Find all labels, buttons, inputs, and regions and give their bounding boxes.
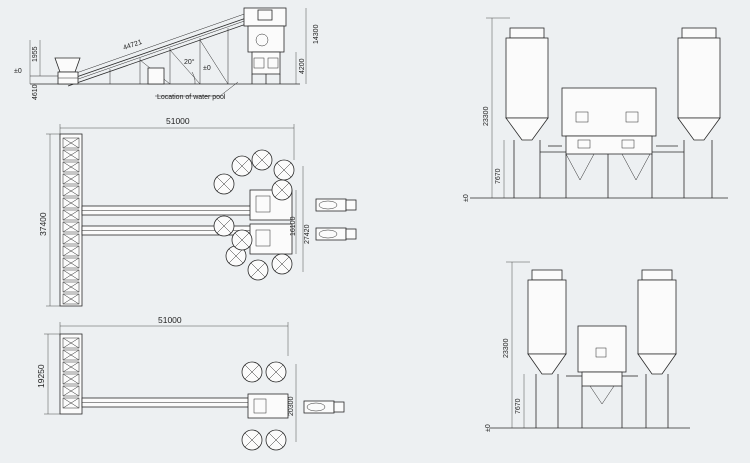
plan-view-top: 51000 37400 27420 16100 (38, 116, 357, 307)
aggregate-bin (62, 397, 80, 409)
silo-cross (254, 152, 270, 168)
bin-diagonal (62, 221, 80, 233)
aggregate-bin (62, 349, 80, 361)
plan-top-width-label: 51000 (166, 116, 190, 126)
silo-cross (268, 432, 284, 448)
silo-left-top (505, 27, 549, 198)
bin-diagonal (62, 173, 80, 185)
plan-view-bottom: 51000 19250 20300 (36, 315, 345, 451)
aggregate-bin (62, 197, 80, 209)
aggregate-bin (62, 245, 80, 257)
aggregate-bin (62, 281, 80, 293)
angle-label: 20° (184, 58, 195, 66)
water-pool-label: Location of water pool (157, 94, 226, 101)
silo-cross (268, 364, 284, 380)
trucks-top (315, 198, 357, 241)
silos-plan-top (213, 149, 295, 281)
elev-top-level-zero: ±0 (463, 194, 470, 202)
bin-diagonal (62, 185, 80, 197)
bin-diagonal (62, 397, 80, 409)
bin-diagonal (62, 361, 80, 373)
aggregate-bins-bottom (62, 337, 80, 409)
mixing-tower (243, 7, 287, 84)
elev-top-height-low: 7670 (495, 168, 502, 184)
trucks-bottom (303, 400, 345, 414)
bin-diagonal (62, 257, 80, 269)
aggregate-bin (62, 293, 80, 305)
silo-cross (234, 232, 250, 248)
aggregate-bin (62, 233, 80, 245)
bin-diagonal (62, 161, 80, 173)
silo-cross (228, 248, 244, 264)
silo-cross (216, 176, 232, 192)
silos-plan-bottom (241, 361, 287, 451)
height-left-label: 1955 (32, 46, 39, 62)
plan-top-inner-dim-2: 16100 (290, 216, 297, 236)
bin-diagonal (62, 209, 80, 221)
silo-cross (274, 256, 290, 272)
elevation-bottom: 23300 7670 ±0 (485, 261, 690, 432)
bin-diagonal (62, 269, 80, 281)
elev-top-height-total: 23300 (483, 106, 490, 126)
aggregate-bin (62, 373, 80, 385)
height-right-total-label: 14300 (313, 24, 320, 44)
plan-bottom-inner-dim: 20300 (288, 396, 295, 416)
silo-cross (216, 218, 232, 234)
aggregate-bin (62, 385, 80, 397)
silo-cross (244, 432, 260, 448)
silo-cross (274, 182, 290, 198)
silo-right-bottom (637, 269, 677, 428)
aggregate-bin (62, 185, 80, 197)
silo-cross (250, 262, 266, 278)
aggregate-hopper (54, 57, 81, 85)
aggregate-bin (62, 361, 80, 373)
height-right-low-label: 4200 (299, 58, 306, 74)
mixing-building-top (561, 87, 657, 198)
bin-diagonal (62, 137, 80, 149)
silo-cross (244, 364, 260, 380)
aggregate-bin (62, 209, 80, 221)
aggregate-bin (62, 161, 80, 173)
elev-bottom-level-zero: ±0 (485, 424, 492, 432)
silo-left-bottom (527, 269, 567, 428)
aggregate-bin (62, 257, 80, 269)
bin-diagonal (62, 233, 80, 245)
bin-diagonal (62, 281, 80, 293)
bin-diagonal (62, 349, 80, 361)
aggregate-bin (62, 173, 80, 185)
elev-bottom-height-total: 23300 (503, 338, 510, 358)
bin-diagonal (62, 373, 80, 385)
side-view: 44721 1955 4610 ±0 ±0 20° 14300 4200 Loc… (14, 7, 320, 101)
elev-bottom-height-low: 7670 (515, 398, 522, 414)
silo-right-top (677, 27, 721, 198)
aggregate-bin (62, 337, 80, 349)
bin-diagonal (62, 245, 80, 257)
plan-top-inner-dim-1: 27420 (304, 224, 311, 244)
bin-diagonal (62, 197, 80, 209)
bin-diagonal (62, 293, 80, 305)
silo-cross (276, 162, 292, 178)
aggregate-bin (62, 221, 80, 233)
bin-diagonal (62, 149, 80, 161)
conveyor-supports (109, 28, 229, 85)
silo-cross (234, 158, 250, 174)
aggregate-bins-top (62, 137, 80, 305)
aggregate-bin (62, 149, 80, 161)
bin-diagonal (62, 385, 80, 397)
level-zero-left-label: ±0 (14, 68, 22, 75)
height-left-low-label: 4610 (32, 84, 39, 100)
level-zero-mid-label: ±0 (203, 65, 211, 72)
plan-top-depth-label: 37400 (38, 212, 48, 236)
plan-bottom-depth-label: 19250 (36, 364, 46, 388)
aggregate-bin (62, 269, 80, 281)
mixing-building-bottom (577, 325, 627, 428)
bin-diagonal (62, 337, 80, 349)
plan-bottom-width-label: 51000 (158, 315, 182, 325)
aggregate-bin (62, 137, 80, 149)
conveyor-length-label: 44721 (122, 39, 143, 52)
elevation-top: 23300 7670 ±0 (463, 17, 728, 202)
